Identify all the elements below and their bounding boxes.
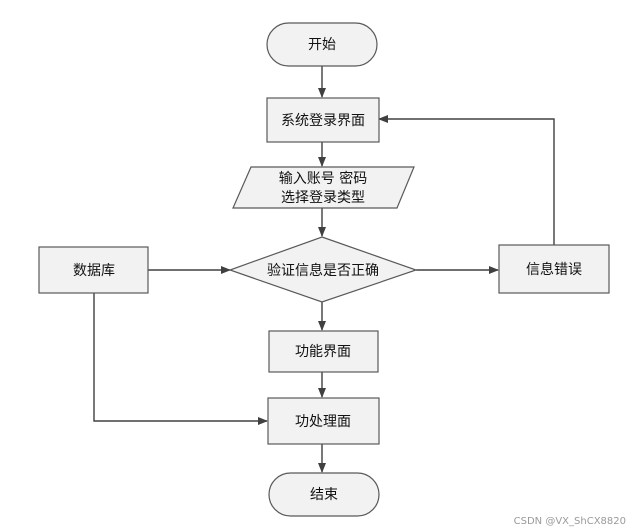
verify-decision-node	[228, 236, 418, 303]
login-screen-label: 系统登录界面	[281, 113, 365, 129]
error-label: 信息错误	[526, 261, 582, 278]
watermark: CSDN @VX_ShCX8820	[513, 516, 626, 527]
end-label: 结束	[310, 487, 338, 503]
function-screen-node	[268, 330, 379, 373]
process-screen-label: 功处理面	[295, 414, 351, 430]
error-node	[498, 244, 610, 294]
start-label: 开始	[308, 37, 336, 53]
end-node	[268, 472, 380, 517]
verify-label: 验证信息是否正确	[267, 262, 379, 279]
input-node	[232, 166, 415, 209]
input-label-line2: 选择登录类型	[281, 190, 365, 206]
function-screen-label: 功能界面	[295, 344, 351, 360]
connectors	[93, 66, 555, 473]
arrow-error-to-login	[378, 115, 555, 245]
start-node	[266, 22, 378, 67]
database-label: 数据库	[73, 263, 115, 279]
arrow-database-to-process	[93, 293, 268, 425]
login-screen-node	[266, 97, 380, 143]
input-label-line1: 输入账号 密码	[279, 170, 367, 187]
database-node	[38, 246, 149, 294]
process-screen-node	[267, 397, 380, 445]
